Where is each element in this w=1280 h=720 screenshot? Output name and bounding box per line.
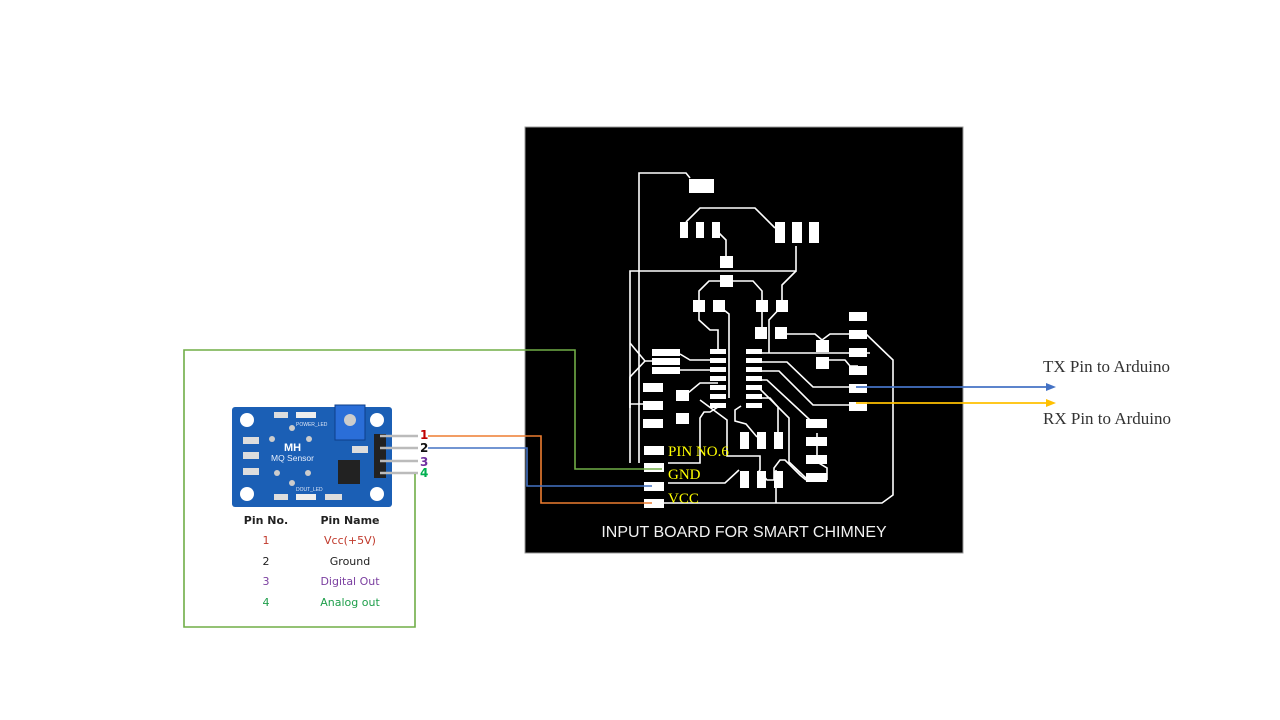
pin-no: 2 <box>262 554 270 568</box>
potentiometer-knob <box>344 414 356 426</box>
connection-wires <box>183 349 662 628</box>
tx-arrowhead <box>1046 383 1056 391</box>
dout-led-label: DOUT_LED <box>296 487 323 493</box>
mq-sensor-module: MH MQ Sensor POWER_LED DOUT_LED <box>232 404 418 507</box>
mount-hole <box>370 487 384 501</box>
smd-component <box>243 452 259 459</box>
pcb-label-gnd: GND <box>668 467 701 483</box>
wire-vcc <box>428 435 652 504</box>
smd-component <box>325 494 342 500</box>
pcb-caption: INPUT BOARD FOR SMART CHIMNEY <box>601 524 887 541</box>
pcb-board <box>524 126 964 554</box>
board-name: MQ Sensor <box>271 453 314 463</box>
pin-table-row: 2 Ground <box>232 551 402 572</box>
pin-name: Digital Out <box>320 575 380 589</box>
pin-table-header: Pin No. Pin Name <box>232 510 402 531</box>
smd-component <box>243 468 259 475</box>
rx-label: RX Pin to Arduino <box>1043 409 1171 428</box>
pin-header <box>374 434 386 478</box>
mount-hole <box>370 413 384 427</box>
pcb-label-vcc: VCC <box>668 491 699 507</box>
pin-table-row: 1 Vcc(+5V) <box>232 531 402 552</box>
pin-no: 3 <box>262 575 270 589</box>
pin-number-4: 4 <box>420 466 429 480</box>
pin-name: Ground <box>329 554 371 568</box>
tx-label: TX Pin to Arduino <box>1043 357 1171 376</box>
rx-arrowhead <box>1046 399 1056 407</box>
dout-led <box>296 494 316 500</box>
board-brand: MH <box>284 442 301 454</box>
pin-table-row: 3 Digital Out <box>232 572 402 593</box>
pin-name: Vcc(+5V) <box>324 534 376 548</box>
pcb-background <box>524 126 964 554</box>
smd-component <box>352 446 368 453</box>
pin-number-2: 2 <box>420 441 429 455</box>
smd-component <box>274 494 288 500</box>
pin-table-row: 4 Analog out <box>232 592 402 613</box>
pin-number-3: 3 <box>420 455 429 469</box>
power-led <box>296 412 316 418</box>
mount-hole <box>240 413 254 427</box>
header-pin-name: Pin Name <box>320 513 380 527</box>
smd-component <box>274 412 288 418</box>
output-arrows <box>856 383 1056 407</box>
pin-name: Analog out <box>320 595 380 609</box>
header-pin-no: Pin No. <box>243 513 289 527</box>
pcb-pads <box>643 179 867 508</box>
wire-analog-out <box>183 349 662 628</box>
pcb-label-pin6: PIN NO.6 <box>668 444 729 460</box>
pin-no: 4 <box>262 595 270 609</box>
sensor-holes <box>269 425 312 486</box>
smd-component <box>243 437 259 444</box>
pin-no: 1 <box>262 534 270 548</box>
power-led-label: POWER_LED <box>296 422 328 428</box>
header-pins <box>380 434 418 475</box>
ic-chip <box>338 460 360 484</box>
pin-table: Pin No. Pin Name 1 Vcc(+5V) 2 Ground 3 D… <box>232 510 402 613</box>
mount-hole <box>240 487 254 501</box>
wire-gnd <box>428 447 652 487</box>
pin-number-1: 1 <box>420 428 429 442</box>
